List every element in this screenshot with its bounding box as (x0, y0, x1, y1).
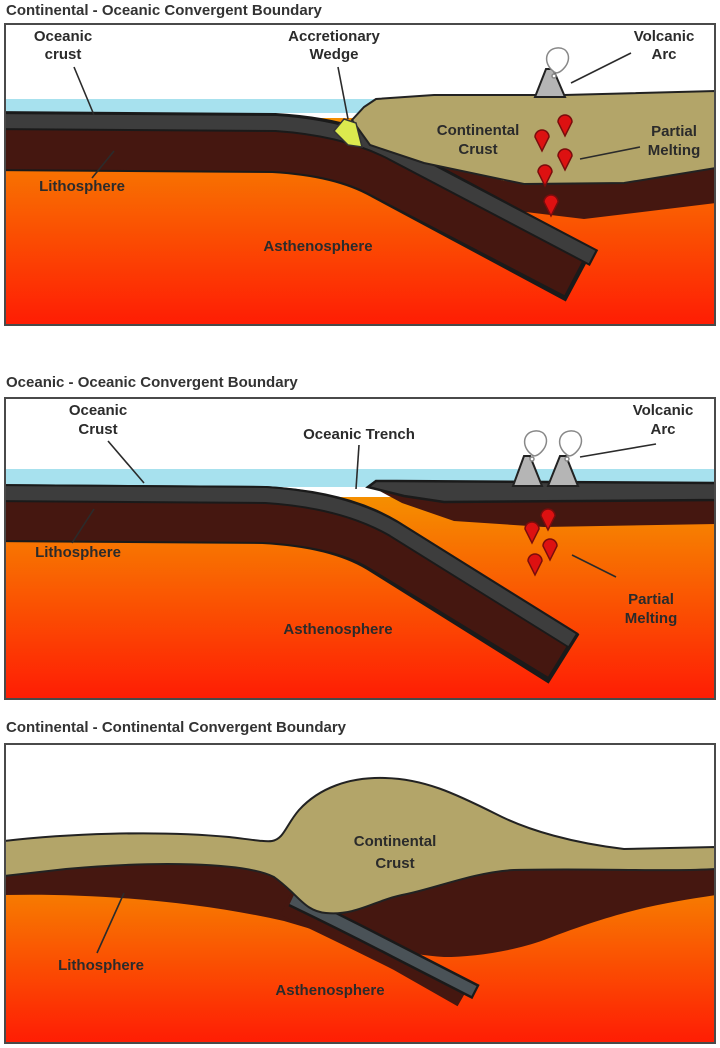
continental-lithosphere-layer (376, 131, 716, 219)
leader-lithosphere (96, 892, 125, 954)
label-partial-melting: Melting (625, 610, 678, 627)
label-continental-crust: Crust (375, 855, 414, 872)
panel-3-title: Continental - Continental Convergent Bou… (6, 719, 346, 736)
label-volcanic-arc: Arc (651, 46, 676, 63)
label-oceanic-crust: crust (45, 46, 82, 63)
label-asthenosphere: Asthenosphere (275, 982, 384, 999)
label-accretionary-wedge: Accretionary (288, 28, 380, 45)
panel-3-continental-continental: Continental Crust Lithosphere Asthenosph… (4, 743, 716, 1044)
label-lithosphere: Lithosphere (58, 957, 144, 974)
volcano-icon (546, 455, 580, 487)
label-continental-crust: Continental (437, 122, 520, 139)
leader-oceanic-trench (355, 444, 360, 490)
label-lithosphere: Lithosphere (39, 178, 125, 195)
leader-oceanic-crust (107, 440, 145, 484)
label-asthenosphere: Asthenosphere (263, 238, 372, 255)
leader-oceanic-crust (73, 66, 95, 116)
panel-border (4, 23, 716, 326)
label-partial-melting: Partial (651, 123, 697, 140)
label-accretionary-wedge: Wedge (310, 46, 359, 63)
overriding-oceanic-crust-layer (365, 479, 716, 504)
panel-2-title: Oceanic - Oceanic Convergent Boundary (6, 374, 298, 391)
panel-border (4, 743, 716, 1044)
leader-accretionary-wedge (337, 66, 349, 120)
leader-partial-melting (579, 146, 641, 160)
accretionary-wedge-shape (332, 118, 363, 148)
label-oceanic-trench: Oceanic Trench (303, 426, 415, 443)
panel-border (4, 397, 716, 700)
leader-lithosphere (71, 508, 95, 544)
leader-volcanic-arc (579, 443, 657, 458)
panel-1-continental-oceanic: Oceanic crust Accretionary Wedge Volcani… (4, 23, 716, 326)
panel-1-title: Continental - Oceanic Convergent Boundar… (6, 2, 322, 19)
label-partial-melting: Partial (628, 591, 674, 608)
leader-volcanic-arc (570, 52, 632, 84)
label-oceanic-crust: Oceanic (69, 402, 127, 419)
oceanic-lithosphere-layer (4, 119, 588, 296)
label-continental-crust: Continental (354, 833, 437, 850)
label-continental-crust: Crust (458, 141, 497, 158)
label-partial-melting: Melting (648, 142, 701, 159)
volcano-icon (511, 455, 544, 487)
subducting-oceanic-crust-layer (4, 486, 576, 646)
subducting-lithosphere-layer (4, 494, 572, 677)
label-lithosphere: Lithosphere (35, 544, 121, 561)
continental-crust-shape (350, 89, 716, 186)
label-volcanic-arc: Arc (650, 421, 675, 438)
label-volcanic-arc: Volcanic (634, 28, 695, 45)
continental-crust-shape (4, 776, 716, 915)
panel-2-oceanic-oceanic: Oceanic Crust Oceanic Trench Volcanic Ar… (4, 397, 716, 700)
label-asthenosphere: Asthenosphere (283, 621, 392, 638)
leader-lithosphere (91, 150, 115, 179)
label-oceanic-crust: Oceanic (34, 28, 92, 45)
label-oceanic-crust: Crust (78, 421, 117, 438)
leader-partial-melting (571, 554, 617, 578)
label-volcanic-arc: Volcanic (633, 402, 694, 419)
